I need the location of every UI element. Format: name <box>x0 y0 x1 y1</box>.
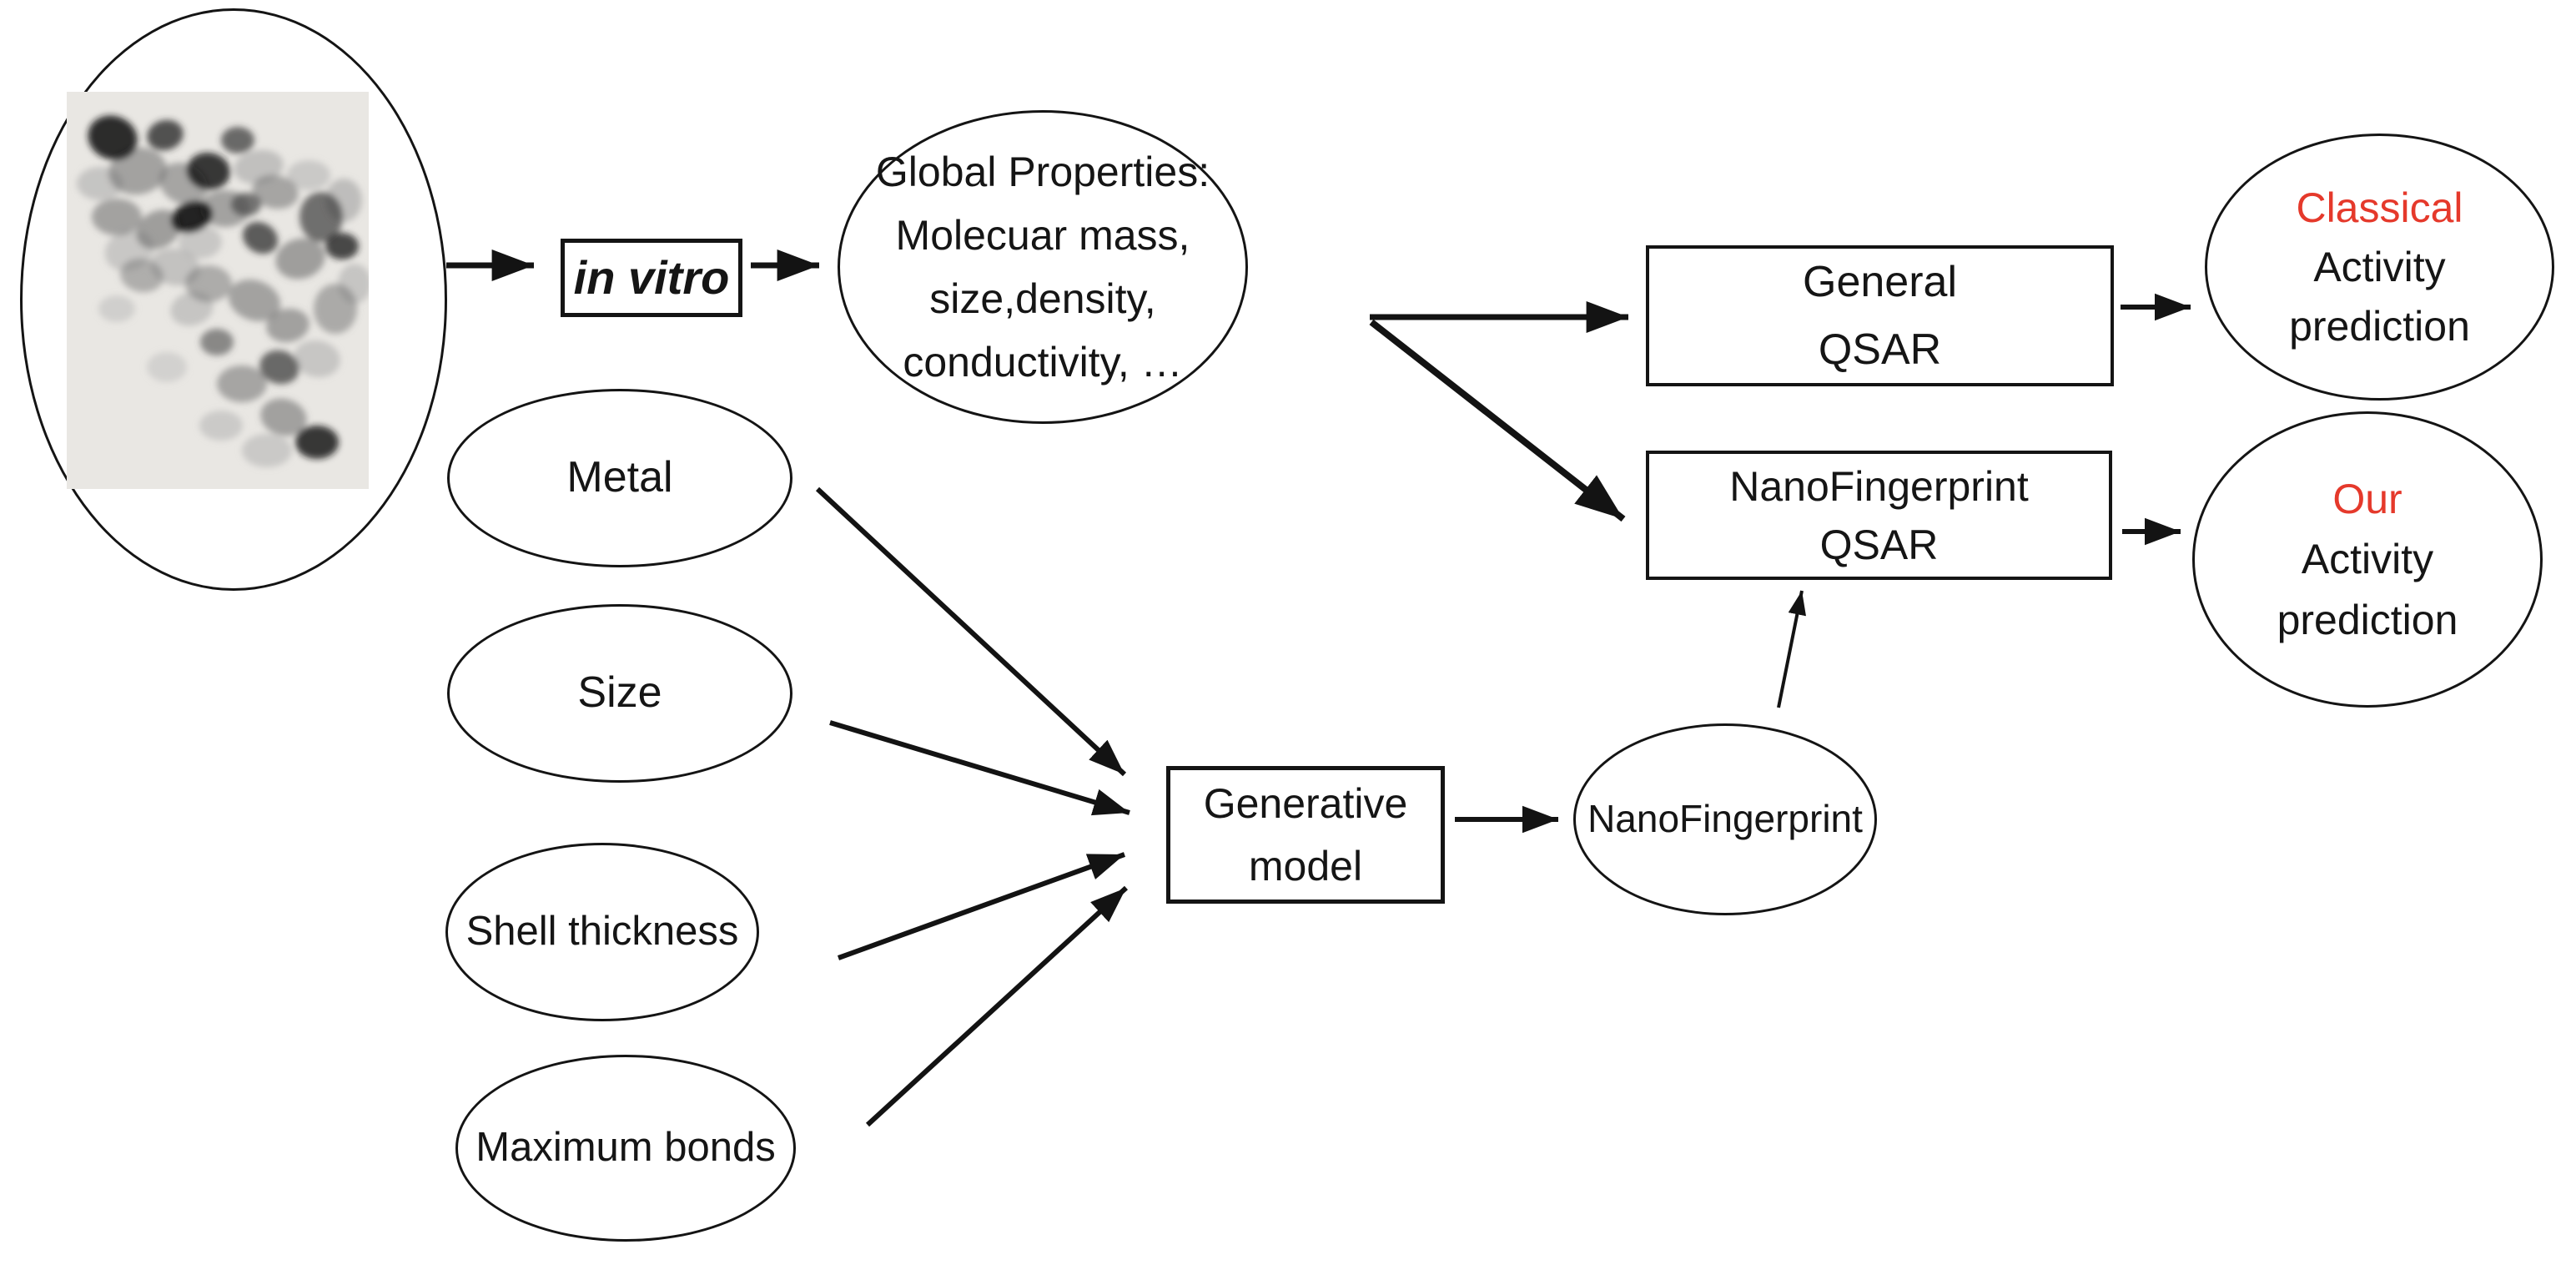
arrow-nanofingerprint-to-nanofingerprint-qsar <box>1777 590 1807 708</box>
nanofingerprint-qsar-box: NanoFingerprint QSAR <box>1646 451 2112 580</box>
arrow-metal-to-generative-model <box>815 486 1127 777</box>
classical-activity-prediction-node: Classical Activity prediction <box>2205 134 2554 401</box>
generative-model-line-2: model <box>1248 842 1363 889</box>
classical-prediction-line-1: Activity <box>2313 243 2446 290</box>
arrow-shell-thickness-to-generative-model <box>837 852 1126 960</box>
arrow-global-properties-to-nanofingerprint-qsar <box>1369 319 1626 522</box>
size-label: Size <box>577 668 662 718</box>
classical-highlight-label: Classical <box>2296 184 2463 231</box>
general-qsar-box: General QSAR <box>1646 245 2114 386</box>
global-properties-node: Global Properties: Molecuar mass, size,d… <box>838 110 1248 424</box>
global-properties-line-1: Global Properties: <box>875 149 1210 195</box>
in-vitro-label: in vitro <box>573 251 730 305</box>
nanofingerprint-qsar-line-1: NanoFingerprint <box>1729 462 2029 510</box>
global-properties-line-4: conductivity, … <box>903 339 1183 386</box>
size-node: Size <box>447 604 792 783</box>
shell-thickness-label: Shell thickness <box>465 909 739 955</box>
shell-thickness-node: Shell thickness <box>445 843 759 1021</box>
arrow-size-to-generative-model <box>829 720 1130 816</box>
our-activity-prediction-node: Our Activity prediction <box>2192 411 2543 708</box>
maximum-bonds-node: Maximum bonds <box>455 1055 796 1242</box>
classical-prediction-line-2: prediction <box>2289 302 2470 350</box>
in-vitro-box: in vitro <box>561 239 742 317</box>
generative-model-line-1: Generative <box>1203 779 1408 827</box>
global-properties-line-2: Molecuar mass, <box>895 212 1190 259</box>
general-qsar-line-2: QSAR <box>1818 325 1942 374</box>
tem-micrograph-image <box>67 92 369 489</box>
global-properties-line-3: size,density, <box>929 275 1156 322</box>
maximum-bonds-label: Maximum bonds <box>475 1125 776 1171</box>
arrow-generative-inputs-maximum-bonds <box>865 885 1129 1127</box>
metal-label: Metal <box>566 453 673 502</box>
general-qsar-line-1: General <box>1803 257 1957 306</box>
generative-model-box: Generative model <box>1166 766 1445 904</box>
nanofingerprint-qsar-line-2: QSAR <box>1819 521 1939 568</box>
nanofingerprint-label: NanoFingerprint <box>1587 797 1863 841</box>
metal-node: Metal <box>447 389 792 567</box>
our-highlight-label: Our <box>2332 475 2402 522</box>
our-prediction-line-1: Activity <box>2301 536 2434 583</box>
our-prediction-line-2: prediction <box>2277 596 2458 643</box>
nanofingerprint-node: NanoFingerprint <box>1573 723 1877 915</box>
